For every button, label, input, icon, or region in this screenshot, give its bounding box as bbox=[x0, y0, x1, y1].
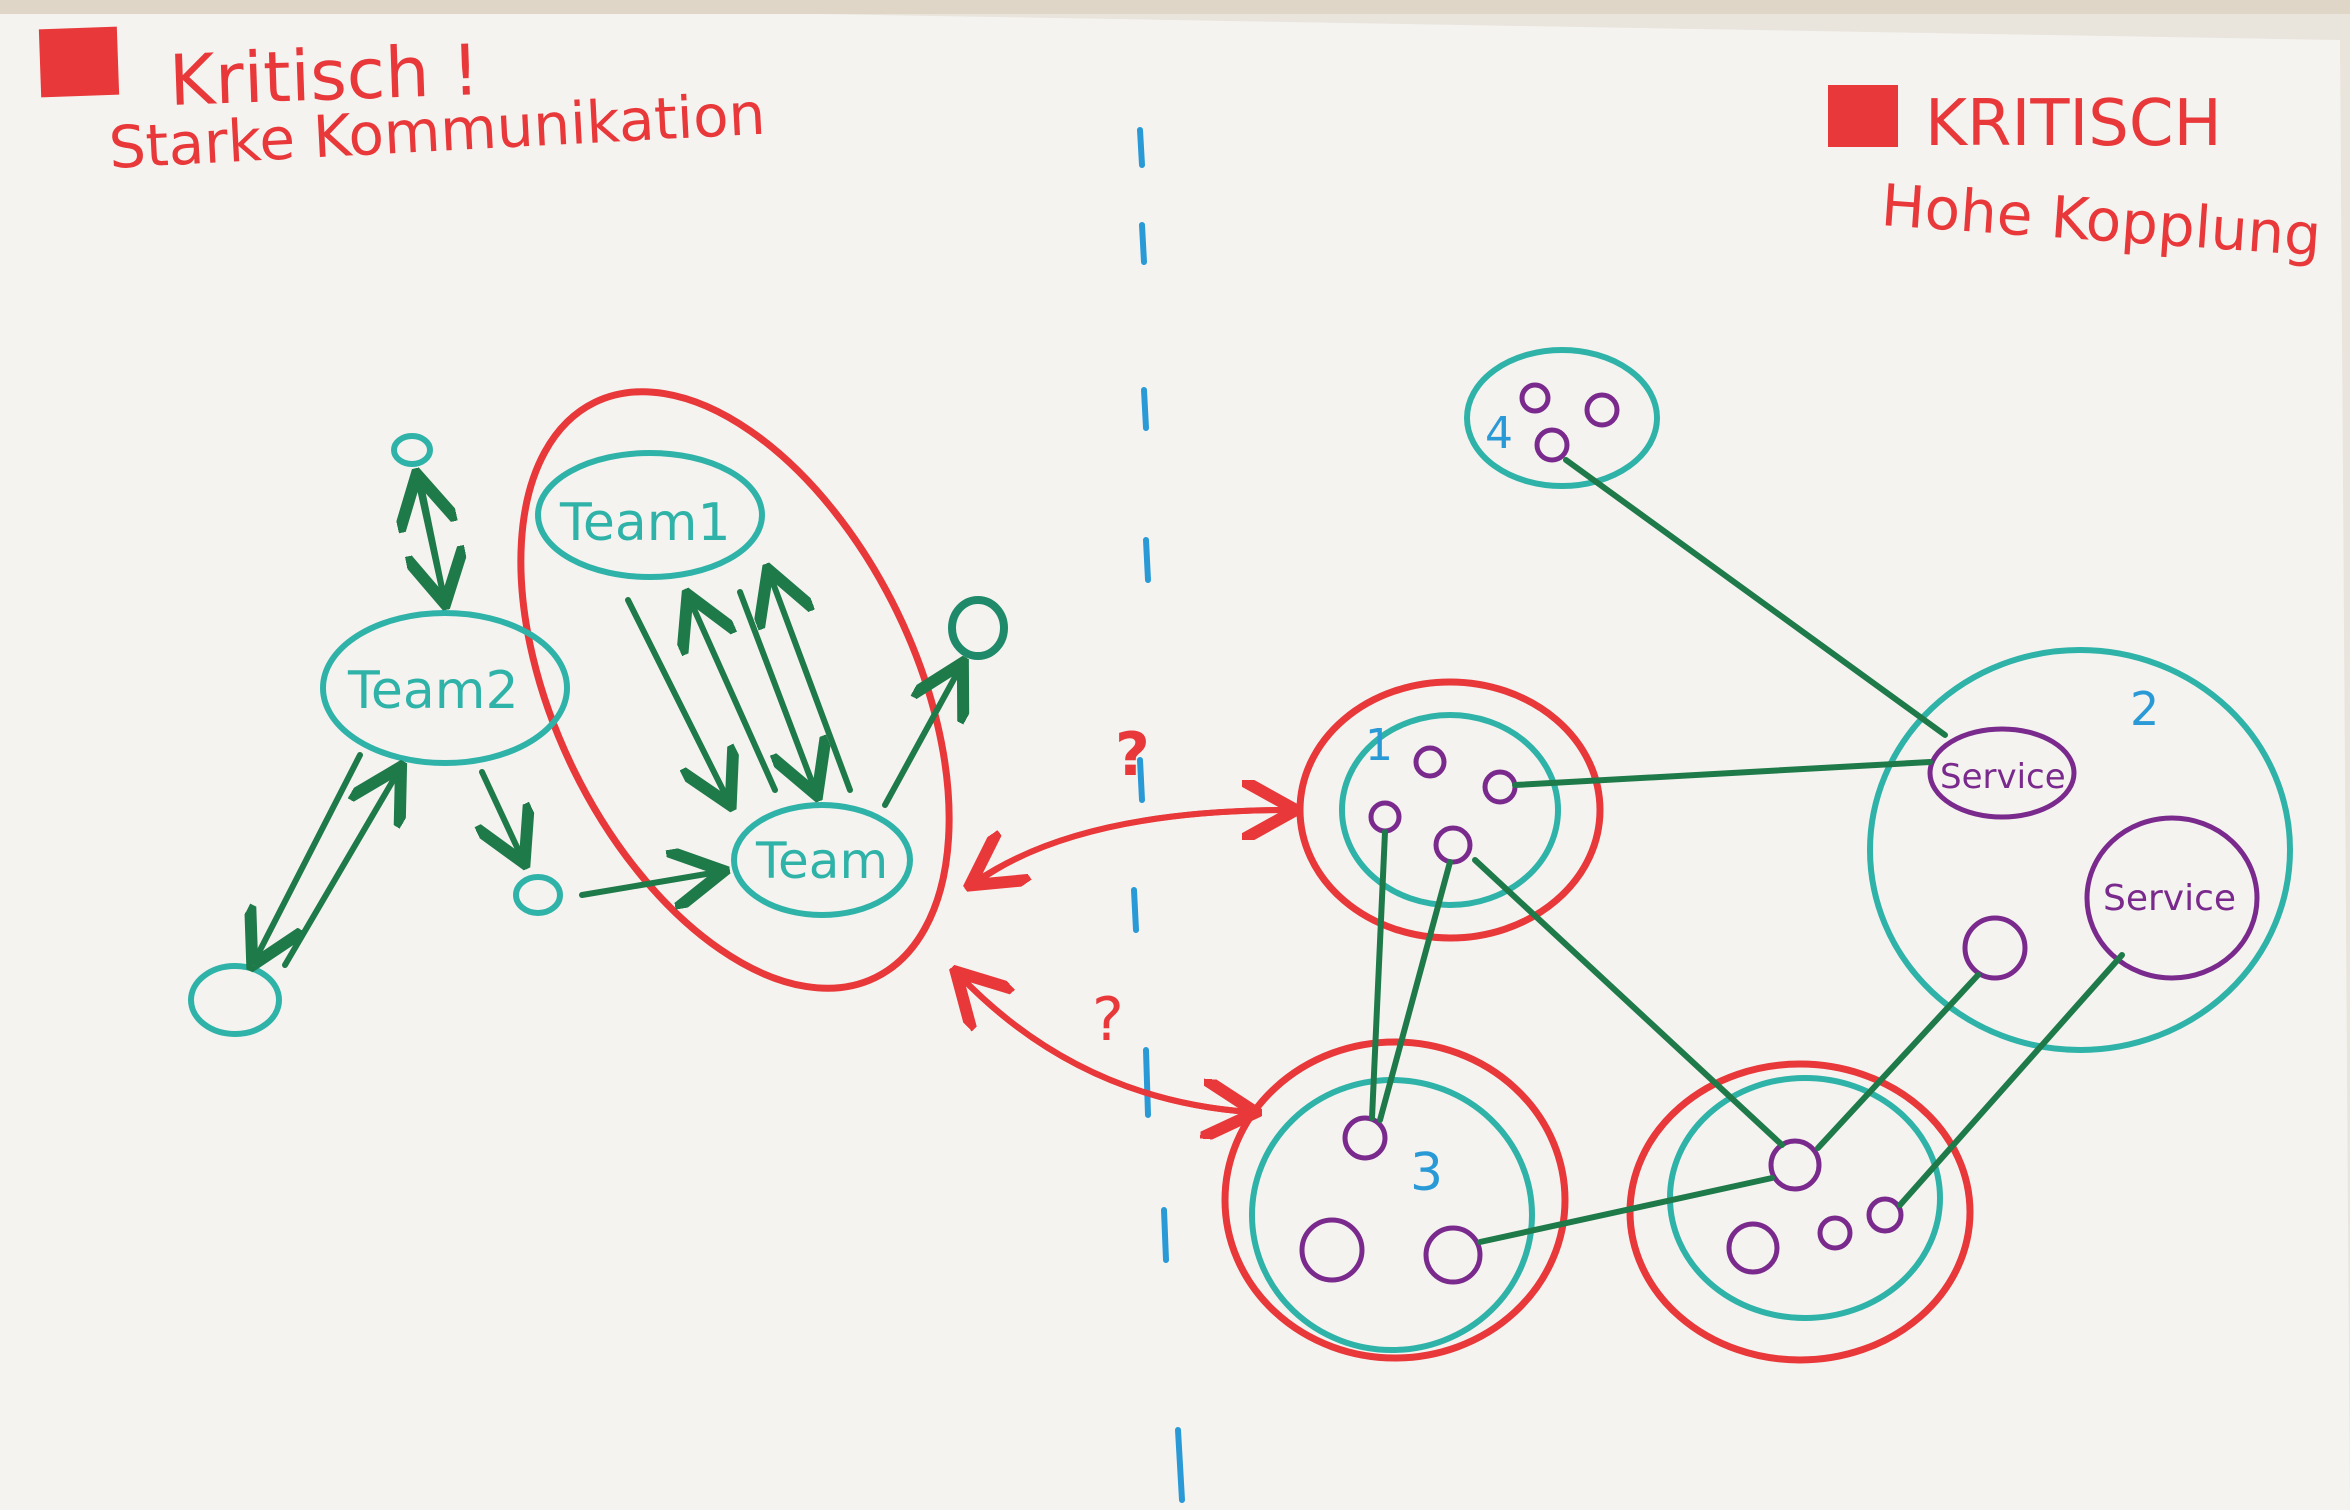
cluster-2-number: 2 bbox=[2130, 682, 2159, 736]
cluster-4 bbox=[1464, 347, 1660, 489]
dashed-divider bbox=[1131, 127, 1185, 1503]
cluster-4-number: 4 bbox=[1485, 408, 1513, 459]
coupling-lines bbox=[1369, 457, 2125, 1245]
cluster-4-node bbox=[1534, 427, 1570, 463]
red-double-arrows bbox=[960, 810, 1290, 1112]
question-mark-1: ? bbox=[1115, 720, 1150, 790]
cluster-1-teal bbox=[1339, 712, 1561, 908]
service-2-label: Service bbox=[2103, 878, 2236, 919]
node-top-right bbox=[948, 596, 1008, 660]
question-mark-2: ? bbox=[1092, 985, 1124, 1055]
team1-ellipse bbox=[535, 450, 765, 580]
cluster-5-node bbox=[1726, 1221, 1780, 1275]
cluster-1-red bbox=[1296, 678, 1604, 942]
cluster-1-node bbox=[1413, 745, 1447, 779]
checkbox-right bbox=[1828, 85, 1898, 147]
cluster-4-node bbox=[1519, 382, 1551, 414]
team1-label: Team1 bbox=[559, 493, 731, 553]
heading-right-line1: KRITISCH bbox=[1925, 87, 2222, 161]
cluster-5-node bbox=[1768, 1138, 1822, 1192]
table-edge bbox=[0, 0, 2350, 14]
node-bottom-left bbox=[188, 963, 282, 1037]
cluster-3-node bbox=[1299, 1217, 1365, 1283]
cluster-3-node bbox=[1342, 1115, 1388, 1161]
heading-left-line1: Kritisch ! bbox=[168, 29, 481, 122]
team2-label: Team2 bbox=[347, 661, 519, 721]
cluster-3-node bbox=[1423, 1225, 1483, 1285]
node-small-middle bbox=[513, 874, 563, 916]
cluster-3-number: 3 bbox=[1410, 1143, 1443, 1203]
service-2-ellipse bbox=[2084, 815, 2260, 981]
cluster-5-node bbox=[1817, 1215, 1853, 1251]
service-1-ellipse bbox=[1927, 726, 2077, 820]
cluster-5-node bbox=[1866, 1196, 1904, 1234]
cluster-1-number: 1 bbox=[1365, 720, 1393, 771]
cluster-2 bbox=[1867, 647, 2293, 1053]
red-group-ellipse bbox=[517, 388, 953, 992]
checkbox-left bbox=[38, 26, 120, 98]
team-label: Team bbox=[755, 832, 888, 890]
service-1-label: Service bbox=[1940, 757, 2066, 797]
team-arrows bbox=[255, 480, 960, 965]
cluster-3-red bbox=[1221, 1038, 1569, 1362]
cluster-4-node bbox=[1584, 392, 1620, 428]
cluster-2-node bbox=[1962, 915, 2028, 981]
